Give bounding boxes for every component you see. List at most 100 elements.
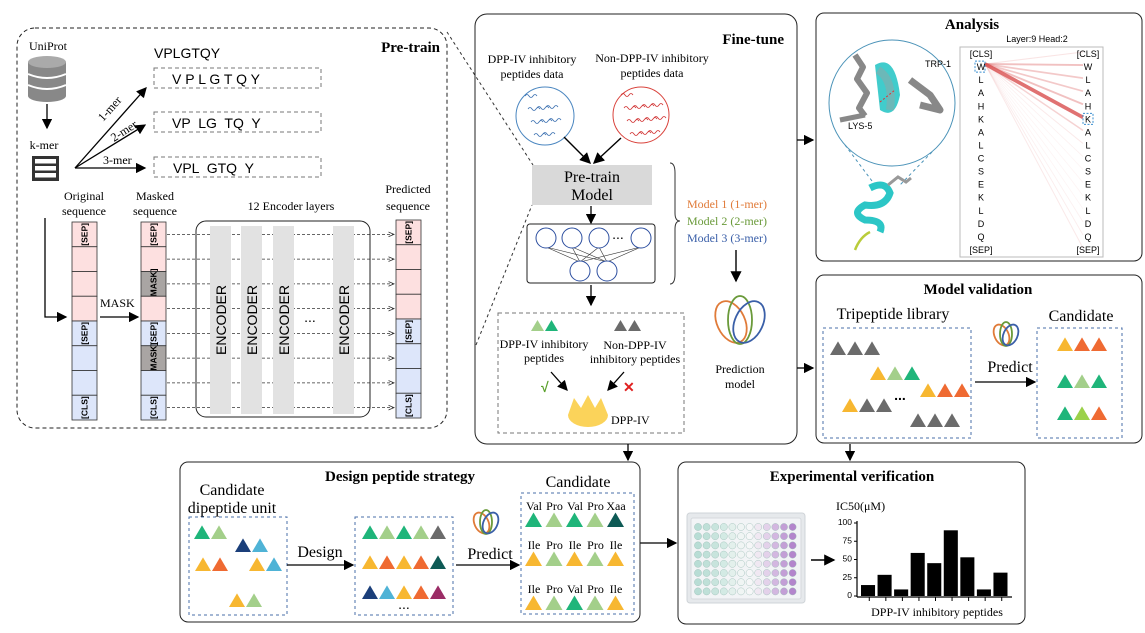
peptide-triangle xyxy=(379,585,395,599)
pos-peptides-label-2: peptides xyxy=(524,351,564,365)
residue-label: Ile xyxy=(528,582,541,596)
y-tick-label: 0 xyxy=(847,590,852,600)
peptide-triangle xyxy=(379,555,395,569)
model-1-label: Model 1 (1-mer) xyxy=(687,197,767,211)
well xyxy=(720,560,728,568)
left-token: S xyxy=(978,167,984,177)
peptide-triangle xyxy=(566,512,583,527)
right-token: D xyxy=(1085,219,1092,229)
attention-line xyxy=(984,63,1084,106)
residue-label: Pro xyxy=(587,538,604,552)
residue-label: Ile xyxy=(610,582,623,596)
negative-data-circle xyxy=(612,86,670,144)
peptide-triangle xyxy=(954,383,970,397)
peptide-triangle xyxy=(1091,374,1107,388)
prediction-model-icon xyxy=(714,295,766,345)
attention-line xyxy=(984,62,1084,119)
sequence-label: VPLGTQY xyxy=(154,45,221,61)
predicted-token-cell xyxy=(395,219,422,246)
check-icon: √ xyxy=(541,379,549,395)
peptide-triangle xyxy=(920,383,936,397)
well xyxy=(780,578,788,587)
bar xyxy=(894,589,909,596)
masked-token-cell xyxy=(140,320,167,347)
peptide-squiggle xyxy=(527,107,541,111)
pos-data-label-2: peptides data xyxy=(501,67,565,81)
peptide-squiggle xyxy=(650,103,664,107)
right-token: H xyxy=(1085,101,1092,111)
peptide-triangle xyxy=(362,585,378,599)
neg-data-label-2: peptides data xyxy=(621,66,685,80)
model-2-label: Model 2 (2-mer) xyxy=(687,214,767,228)
well xyxy=(754,587,763,596)
design-label: Design xyxy=(297,544,342,561)
left-token: L xyxy=(978,140,983,150)
prediction-model-label-1: Prediction xyxy=(715,362,764,376)
attention-line xyxy=(984,63,1084,67)
y-tick-label: 50 xyxy=(843,554,853,564)
peptide-triangle xyxy=(430,585,446,599)
encoder-layer xyxy=(273,226,294,414)
well xyxy=(694,569,702,577)
kmer-1-split: V P L G T Q Y xyxy=(172,71,261,87)
attention-line xyxy=(984,63,1084,79)
peptide-triangle xyxy=(545,319,558,331)
well xyxy=(694,523,702,531)
peptide-triangle xyxy=(413,555,429,569)
left-token: D xyxy=(978,219,985,229)
peptide-triangle xyxy=(944,413,960,427)
peptide-squiggle xyxy=(530,120,544,124)
well xyxy=(788,523,797,531)
well xyxy=(720,578,728,587)
well xyxy=(702,532,711,541)
left-token: A xyxy=(978,127,984,137)
residue-label: Ile xyxy=(610,538,623,552)
peptide-squiggle xyxy=(626,119,640,123)
peptide-triangle xyxy=(413,525,429,539)
well xyxy=(711,569,720,577)
attention-line xyxy=(984,63,1084,249)
peptide-triangle xyxy=(1091,337,1107,351)
well xyxy=(737,560,745,568)
well xyxy=(737,578,745,587)
right-token: [SEP] xyxy=(1076,245,1099,255)
well xyxy=(711,587,720,596)
original-token-cell xyxy=(71,345,98,371)
peptide-triangle xyxy=(842,398,858,412)
positive-data-circle xyxy=(515,86,575,146)
left-token: E xyxy=(978,180,984,190)
pretrain-title: Pre-train xyxy=(381,40,441,56)
encoder-label: ENCODER xyxy=(336,285,352,355)
design-predict-label: Predict xyxy=(467,546,513,563)
peptide-triangle xyxy=(266,557,282,571)
well xyxy=(771,532,780,541)
encoder-layer xyxy=(333,226,354,414)
well xyxy=(694,560,702,568)
masked-token-cell xyxy=(140,246,167,272)
original-token-cell xyxy=(71,295,98,322)
masked-token: [SEP] xyxy=(149,223,159,246)
well xyxy=(763,541,771,550)
peptide-triangle xyxy=(396,525,412,539)
well xyxy=(788,578,797,587)
dpp4-enzyme-icon xyxy=(568,395,608,427)
peptide-triangle xyxy=(1074,406,1090,420)
residue-label: Val xyxy=(526,499,543,513)
well xyxy=(763,550,771,559)
right-token: L xyxy=(1085,140,1090,150)
design-panel: Design peptide strategy Candidate dipept… xyxy=(179,461,641,623)
analysis-title: Analysis xyxy=(945,17,999,33)
well xyxy=(745,569,754,577)
well xyxy=(771,560,780,568)
left-token: C xyxy=(978,154,985,164)
masked-label-2: sequence xyxy=(133,204,177,218)
peptide-triangle xyxy=(937,383,953,397)
attention-line xyxy=(984,63,1084,93)
well xyxy=(763,523,771,531)
peptide-squiggle xyxy=(632,105,646,109)
peptide-squiggle xyxy=(620,93,634,97)
bar xyxy=(993,572,1008,596)
well xyxy=(720,550,728,559)
